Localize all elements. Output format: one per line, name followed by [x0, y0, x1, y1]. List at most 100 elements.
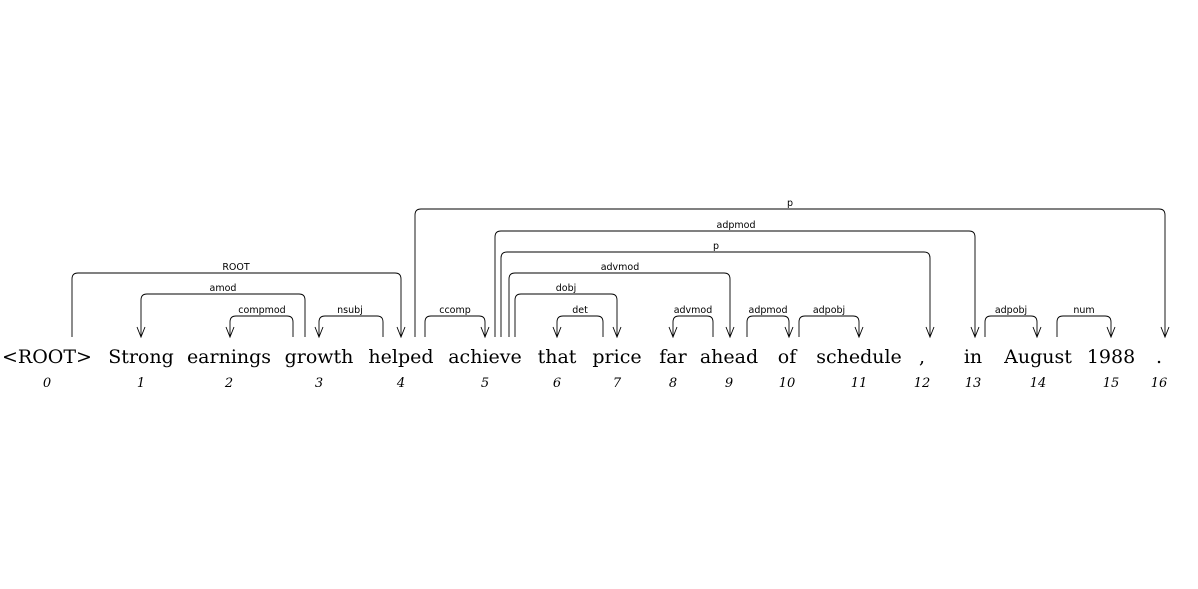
arc-label: adpmod: [717, 220, 756, 231]
arc-line: [318, 315, 384, 337]
arc-label: nsubj: [337, 305, 363, 316]
arc-line: [494, 230, 976, 337]
dependency-arc-root: ROOT: [71, 262, 406, 339]
token-word: .: [1156, 346, 1162, 368]
token-index: 2: [224, 376, 233, 391]
arc-line: [500, 251, 931, 337]
token-index: 6: [553, 376, 561, 391]
arc-label: advmod: [674, 305, 713, 316]
dependency-arc-amod: amod: [136, 283, 306, 339]
dependency-arc-adpmod: adpmod: [746, 305, 794, 339]
token-word: earnings: [187, 346, 271, 368]
arc-label: p: [787, 198, 793, 209]
token-index: 15: [1103, 376, 1120, 391]
arc-line: [229, 315, 294, 337]
token-index: 5: [481, 376, 489, 391]
token-word: ,: [919, 346, 925, 368]
arc-line: [1056, 315, 1112, 337]
dependency-arc-adpobj: adpobj: [984, 305, 1042, 339]
token-index: 11: [851, 376, 868, 391]
dependency-arc-dobj: dobj: [514, 283, 622, 339]
arc-line: [424, 315, 486, 337]
token-word: far: [659, 346, 687, 368]
token-word: ahead: [700, 346, 758, 368]
arc-label: adpobj: [995, 305, 1027, 316]
arrowhead-icon: [1160, 326, 1170, 339]
arc-label: amod: [210, 283, 237, 294]
token-word: August: [1003, 346, 1072, 368]
token-index: 14: [1030, 376, 1047, 391]
dependency-arc-adpmod: adpmod: [494, 220, 980, 339]
arc-line: [71, 272, 402, 337]
dependency-arc-advmod: advmod: [508, 262, 735, 339]
tokens-layer: <ROOT> 0 Strong 1 earnings 2 growth 3 helped 4 ach…: [2, 346, 1167, 391]
arrowhead-icon: [1032, 326, 1042, 339]
arc-label: adpmod: [749, 305, 788, 316]
arc-line: [984, 315, 1038, 337]
arrowhead-icon: [552, 326, 562, 339]
token-word: achieve: [448, 346, 522, 368]
arrowhead-icon: [725, 326, 735, 339]
arc-line: [508, 272, 731, 337]
arc-label: ccomp: [439, 305, 471, 316]
token-word: <ROOT>: [2, 346, 92, 368]
arc-label: det: [572, 305, 588, 316]
token-word: that: [538, 346, 577, 368]
token-word: of: [778, 346, 798, 368]
arc-label: ROOT: [222, 262, 250, 273]
arc-label: dobj: [556, 283, 577, 294]
dependency-arc-p: p: [414, 198, 1170, 339]
dependency-arc-nsubj: nsubj: [314, 305, 384, 339]
arc-label: compmod: [238, 305, 285, 316]
dependency-arc-ccomp: ccomp: [424, 305, 490, 339]
token-index: 8: [669, 376, 677, 391]
arc-line: [556, 315, 604, 337]
arc-label: adpobj: [813, 305, 845, 316]
arrowhead-icon: [854, 326, 864, 339]
token-index: 4: [396, 376, 405, 391]
token-word: Strong: [108, 346, 174, 368]
arrowhead-icon: [480, 326, 490, 339]
token-index: 13: [965, 376, 982, 391]
arc-line: [414, 208, 1166, 337]
arrowhead-icon: [970, 326, 980, 339]
arrowhead-icon: [1106, 326, 1116, 339]
dependency-arc-num: num: [1056, 305, 1116, 339]
arc-label: advmod: [601, 262, 640, 273]
arrowhead-icon: [784, 326, 794, 339]
dependency-arc-compmod: compmod: [225, 305, 294, 339]
arc-line: [746, 315, 790, 337]
token-word: helped: [368, 346, 433, 368]
token-word: price: [592, 346, 641, 368]
arrowhead-icon: [136, 326, 146, 339]
arc-label: num: [1073, 305, 1094, 316]
token-index: 7: [613, 376, 622, 391]
token-index: 1: [137, 376, 145, 391]
dependency-arc-det: det: [552, 305, 604, 339]
arrowhead-icon: [314, 326, 324, 339]
arrowhead-icon: [396, 326, 406, 339]
token-word: 1988: [1087, 346, 1135, 368]
token-word: in: [964, 346, 982, 368]
token-index: 9: [725, 376, 733, 391]
token-word: growth: [285, 346, 354, 368]
token-index: 10: [779, 376, 796, 391]
arc-line: [514, 293, 618, 337]
arrowhead-icon: [925, 326, 935, 339]
arc-label: p: [713, 241, 719, 252]
arrowhead-icon: [612, 326, 622, 339]
dependency-arc-p: p: [500, 241, 935, 339]
token-index: 16: [1151, 376, 1168, 391]
arc-line: [798, 315, 860, 337]
arrowhead-icon: [668, 326, 678, 339]
arc-line: [672, 315, 714, 337]
token-index: 12: [914, 376, 931, 391]
arrowhead-icon: [225, 326, 235, 339]
dependency-arc-advmod: advmod: [668, 305, 714, 339]
token-index: 0: [43, 376, 51, 391]
token-index: 3: [315, 376, 323, 391]
token-word: schedule: [816, 346, 902, 368]
arc-line: [140, 293, 306, 337]
